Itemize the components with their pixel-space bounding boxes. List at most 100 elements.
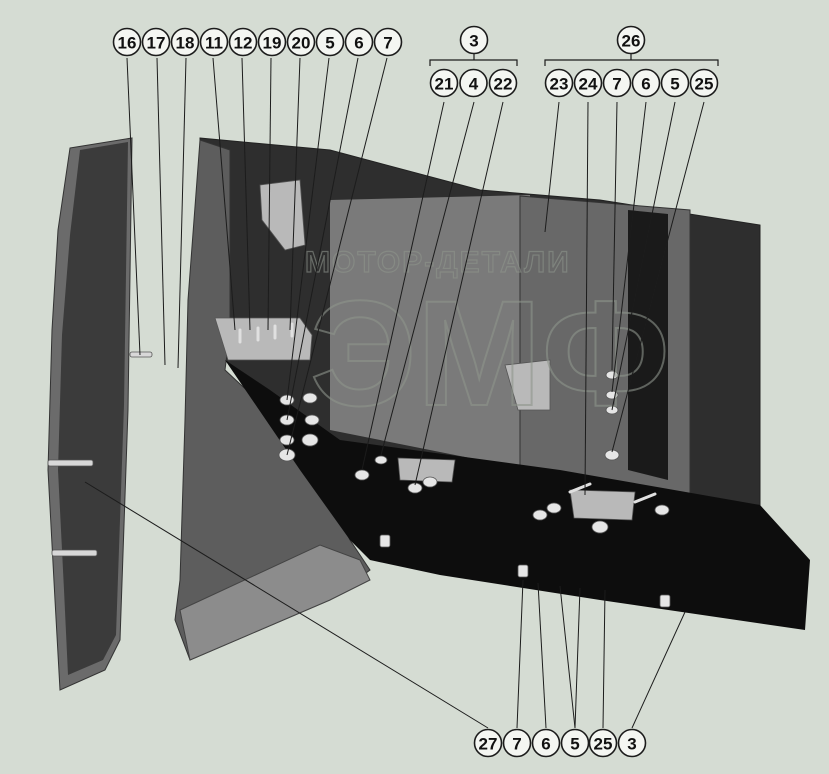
callout-number: 5 xyxy=(670,75,679,94)
callout-number: 20 xyxy=(292,34,311,53)
callout-number: 7 xyxy=(612,75,621,94)
callout-number: 12 xyxy=(234,34,253,53)
callout-circle xyxy=(459,25,489,55)
callout-number: 3 xyxy=(627,735,636,754)
callout-top-5: 5 xyxy=(315,27,345,57)
callout-number: 5 xyxy=(570,735,579,754)
parts-artwork xyxy=(47,137,810,691)
callout-top-19: 19 xyxy=(257,27,287,57)
callout-top-18: 18 xyxy=(170,27,200,57)
callout-group-b-23: 23 xyxy=(544,68,574,98)
callout-number: 23 xyxy=(550,75,569,94)
callout-bottom-27: 27 xyxy=(473,728,503,758)
callout-circle xyxy=(588,728,618,758)
callout-bottom-5: 5 xyxy=(560,728,590,758)
group-b-bracket xyxy=(544,59,719,66)
callout-number: 18 xyxy=(176,34,195,53)
callout-circle xyxy=(344,27,374,57)
callout-circle xyxy=(602,68,632,98)
callout-bottom-3: 3 xyxy=(617,728,647,758)
callout-top-20: 20 xyxy=(286,27,316,57)
callout-circle xyxy=(544,68,574,98)
callout-group-b-24: 24 xyxy=(573,68,603,98)
callout-circle xyxy=(560,728,590,758)
callout-number: 7 xyxy=(512,735,521,754)
callout-circle xyxy=(473,728,503,758)
callout-number: 26 xyxy=(622,32,641,51)
callout-group-b-label: 26 xyxy=(616,25,646,55)
callout-circle xyxy=(286,27,316,57)
callout-circle xyxy=(617,728,647,758)
callout-top-12: 12 xyxy=(228,27,258,57)
watermark: МОТОР-ДЕТАЛИ ЭМФ xyxy=(304,245,670,438)
callout-number: 6 xyxy=(354,34,363,53)
callout-number: 25 xyxy=(594,735,613,754)
callout-top-11: 11 xyxy=(199,27,229,57)
callouts-group-a: 3 21 4 22 xyxy=(429,25,518,98)
callout-group-a-21: 21 xyxy=(429,68,459,98)
callouts-top-row: 16 17 18 11 12 19 20 5 6 7 xyxy=(112,27,403,57)
side-panel-lip xyxy=(179,544,371,661)
callout-number: 17 xyxy=(147,34,166,53)
callout-number: 27 xyxy=(479,735,498,754)
lower-flap xyxy=(225,360,810,630)
callout-number: 6 xyxy=(541,735,550,754)
callout-number: 22 xyxy=(494,75,513,94)
callout-circle xyxy=(228,27,258,57)
callout-group-a-4: 4 xyxy=(459,68,488,98)
callout-circle xyxy=(488,68,518,98)
callout-circle xyxy=(257,27,287,57)
callout-number: 4 xyxy=(469,75,479,94)
group-brackets xyxy=(429,54,719,66)
callout-top-17: 17 xyxy=(141,27,171,57)
callout-circle xyxy=(429,68,459,98)
callout-number: 19 xyxy=(263,34,282,53)
callout-number: 5 xyxy=(325,34,334,53)
callout-number: 11 xyxy=(205,34,223,53)
group-a-bracket xyxy=(429,59,518,66)
callout-group-b-5: 5 xyxy=(660,68,690,98)
callout-group-b-7: 7 xyxy=(602,68,632,98)
callout-circle xyxy=(531,728,561,758)
callout-group-a-label: 3 xyxy=(459,25,489,55)
callout-circle xyxy=(199,27,229,57)
callout-circle xyxy=(170,27,200,57)
callout-circle xyxy=(689,68,719,98)
callout-circle xyxy=(660,68,690,98)
callout-circle xyxy=(112,27,142,57)
watermark-text: МОТОР-ДЕТАЛИ xyxy=(305,246,571,279)
callout-group-b-6: 6 xyxy=(631,68,661,98)
callout-number: 16 xyxy=(118,34,137,53)
callout-circle xyxy=(459,68,488,98)
callout-number: 7 xyxy=(383,34,392,53)
callout-number: 25 xyxy=(695,75,714,94)
callout-circle xyxy=(373,27,403,57)
callout-number: 21 xyxy=(435,75,454,94)
callout-circle xyxy=(141,27,171,57)
callout-circle xyxy=(315,27,345,57)
callout-bottom-7: 7 xyxy=(502,728,532,758)
callout-number: 3 xyxy=(469,32,478,51)
callout-top-16: 16 xyxy=(112,27,142,57)
callouts-group-b: 26 23 24 7 6 5 25 xyxy=(544,25,719,98)
callout-top-7: 7 xyxy=(373,27,403,57)
left-strip-face xyxy=(58,142,128,675)
bolts xyxy=(238,322,657,504)
callout-bottom-6: 6 xyxy=(531,728,561,758)
callout-number: 24 xyxy=(579,75,598,94)
callout-top-6: 6 xyxy=(344,27,374,57)
callout-circle xyxy=(631,68,661,98)
callouts-bottom-row: 27 7 6 5 25 3 xyxy=(473,728,647,758)
fasteners xyxy=(278,370,671,608)
watermark-logo: ЭМФ xyxy=(310,269,670,437)
callout-circle xyxy=(573,68,603,98)
leader-lines xyxy=(84,57,705,729)
callout-group-b-25: 25 xyxy=(689,68,719,98)
callout-group-a-22: 22 xyxy=(488,68,518,98)
callout-bottom-25: 25 xyxy=(588,728,618,758)
center-block xyxy=(330,195,530,470)
left-strip-studs xyxy=(47,351,153,557)
callout-circle xyxy=(502,728,532,758)
callout-number: 6 xyxy=(641,75,650,94)
